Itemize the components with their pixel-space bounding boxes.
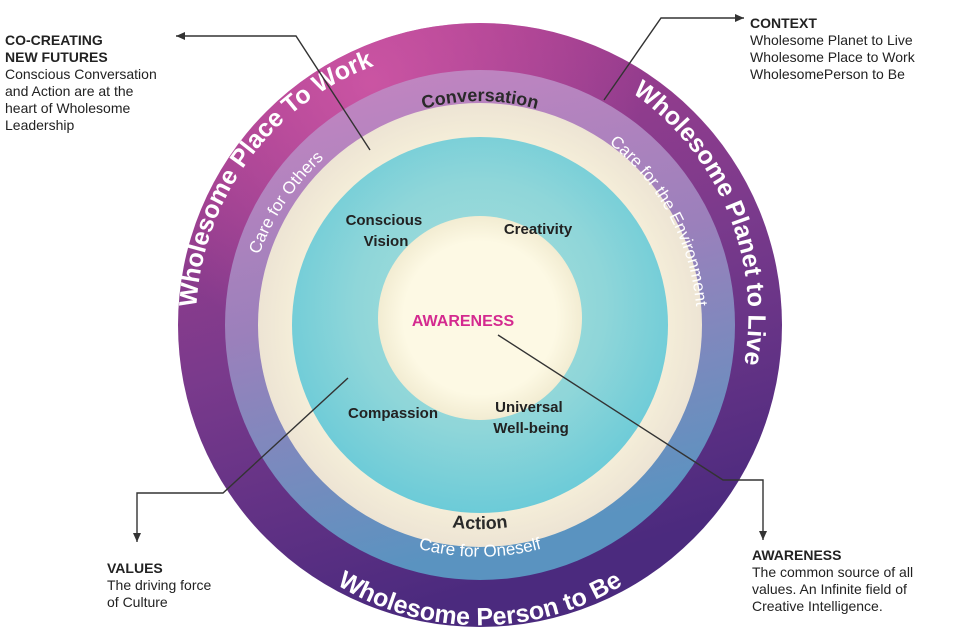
callout-values-title: VALUES: [107, 560, 163, 576]
callout-context: CONTEXT Wholesome Planet to Live Wholeso…: [750, 15, 955, 83]
callout-values: VALUES The driving force of Culture: [107, 560, 267, 611]
callout-context-title: CONTEXT: [750, 15, 817, 31]
callout-awareness: AWARENESS The common source of all value…: [752, 547, 957, 615]
connector-co-creating: [176, 32, 371, 151]
callout-context-line-2: Wholesome Place to Work: [750, 49, 915, 65]
callout-awareness-line-1: The common source of all: [752, 564, 914, 580]
callout-co-creating-title-1: CO-CREATING: [5, 32, 103, 48]
callout-co-creating-line-4: Leadership: [5, 117, 75, 133]
center-disc: [378, 216, 582, 420]
center-label-awareness: AWARENESS: [412, 313, 515, 330]
callout-values-line-2: of Culture: [107, 594, 168, 610]
callout-context-line-3: WholesomePerson to Be: [750, 66, 905, 82]
callout-awareness-line-3: Creative Intelligence.: [752, 598, 883, 614]
connector-context: [603, 14, 744, 101]
inner-label-creativity: Creativity: [504, 221, 573, 238]
callout-co-creating-line-3: heart of Wholesome: [5, 100, 131, 116]
callout-co-creating-line-2: and Action are at the: [5, 83, 134, 99]
callout-awareness-title: AWARENESS: [752, 547, 842, 563]
callout-values-line-1: The driving force: [107, 577, 212, 593]
callout-co-creating: CO-CREATING NEW FUTURES Conscious Conver…: [5, 32, 205, 134]
inner-label-compassion: Compassion: [348, 405, 438, 422]
inner-label-conscious-vision: Conscious Vision: [346, 212, 427, 250]
callout-co-creating-title-2: NEW FUTURES: [5, 49, 108, 65]
connector-awareness: [497, 334, 767, 540]
callout-context-line-1: Wholesome Planet to Live: [750, 32, 913, 48]
third-label-action: Action: [452, 511, 509, 533]
callout-awareness-line-2: values. An Infinite field of: [752, 581, 907, 597]
connector-values: [133, 377, 349, 542]
inner-label-universal-wellbeing: Universal Well-being: [493, 399, 569, 437]
callout-co-creating-line-1: Conscious Conversation: [5, 66, 157, 82]
